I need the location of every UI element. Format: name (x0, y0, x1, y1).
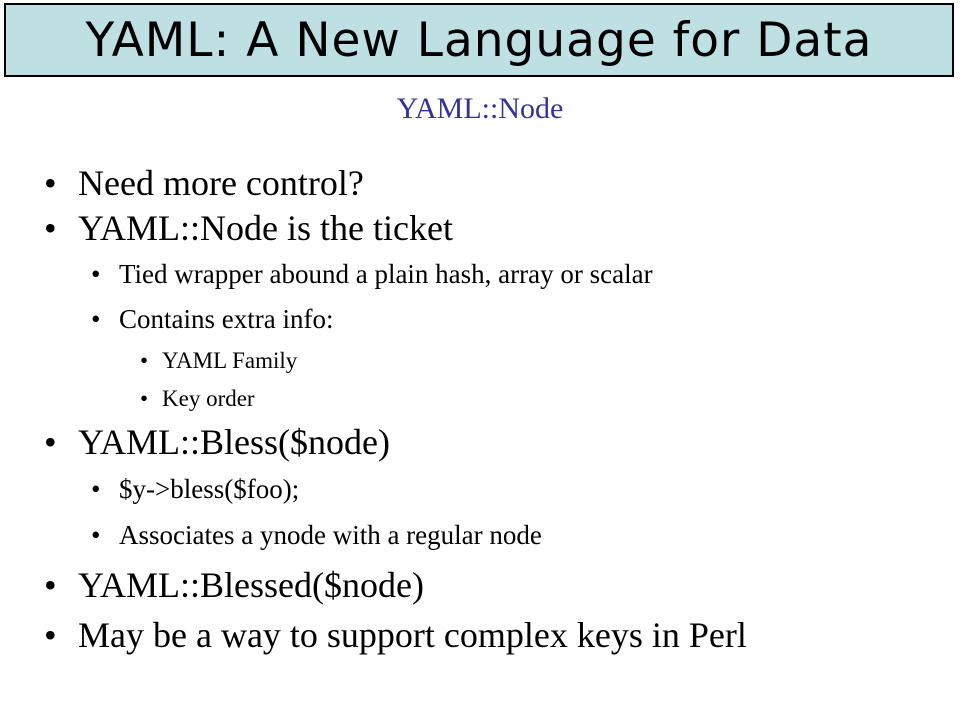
bullet-item: • May be a way to support complex keys i… (44, 614, 747, 656)
bullet-item: • YAML::Bless($node) (44, 421, 390, 463)
bullet-icon: • (44, 208, 57, 248)
slide-subtitle: YAML::Node (396, 92, 564, 125)
bullet-icon: • (44, 565, 57, 605)
bullet-text: $y->bless($foo); (119, 474, 300, 504)
bullet-icon: • (91, 259, 101, 289)
bullet-item: • YAML::Node is the ticket (44, 207, 453, 249)
bullet-icon: • (140, 348, 149, 373)
bullet-item: • $y->bless($foo); (91, 474, 300, 505)
bullet-icon: • (140, 386, 149, 411)
bullet-item: • Associates a ynode with a regular node (91, 520, 542, 551)
bullet-text: May be a way to support complex keys in … (78, 615, 747, 655)
bullet-item: • Need more control? (44, 162, 364, 204)
bullet-item: • YAML::Blessed($node) (44, 564, 424, 606)
bullet-text: YAML::Bless($node) (78, 422, 390, 462)
bullet-item: • Tied wrapper abound a plain hash, arra… (91, 259, 653, 290)
bullet-icon: • (91, 474, 101, 504)
title-bar: YAML: A New Language for Data (4, 3, 954, 77)
bullet-text: Contains extra info: (119, 304, 334, 334)
bullet-icon: • (91, 304, 101, 334)
bullet-item: • YAML Family (140, 348, 298, 374)
bullet-text: Tied wrapper abound a plain hash, array … (119, 259, 653, 289)
bullet-text: YAML::Node is the ticket (78, 208, 453, 248)
bullet-icon: • (91, 520, 101, 550)
bullet-icon: • (44, 163, 57, 203)
bullet-item: • Key order (140, 386, 255, 412)
bullet-text: YAML::Blessed($node) (78, 565, 424, 605)
bullet-text: Need more control? (78, 163, 364, 203)
bullet-text: YAML Family (162, 348, 298, 373)
slide-title: YAML: A New Language for Data (85, 12, 873, 68)
bullet-text: Key order (162, 386, 255, 411)
bullet-item: • Contains extra info: (91, 304, 334, 335)
bullet-text: Associates a ynode with a regular node (119, 520, 542, 550)
bullet-icon: • (44, 615, 57, 655)
bullet-icon: • (44, 422, 57, 462)
